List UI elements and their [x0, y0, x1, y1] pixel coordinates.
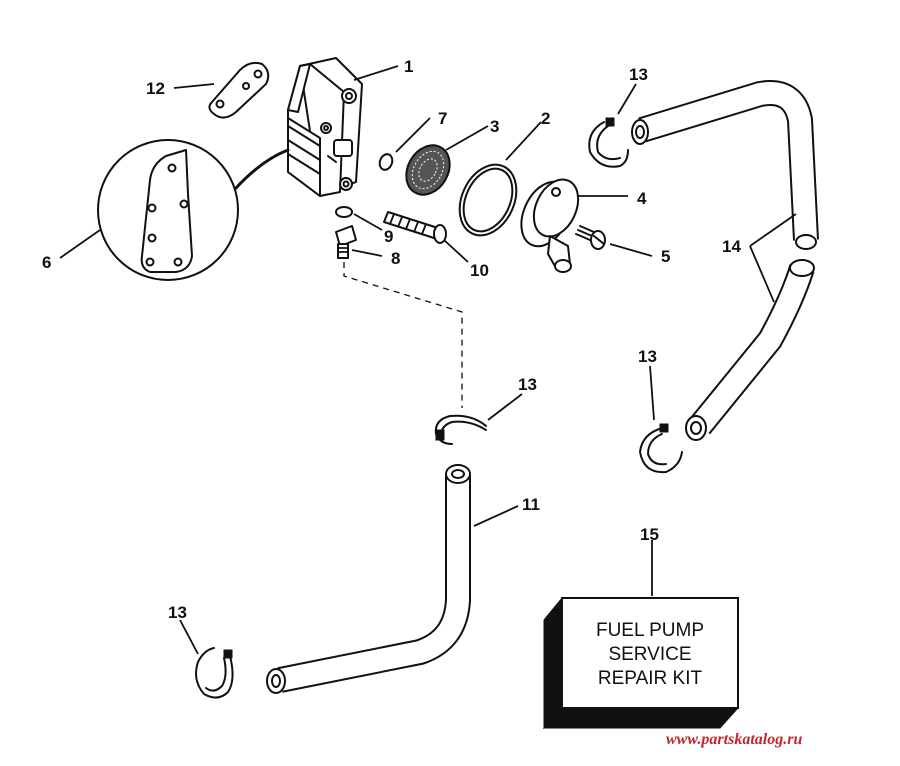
part-9-o-ring — [335, 206, 353, 218]
callout-14: 14 — [722, 237, 741, 256]
callout-15: 15 — [640, 525, 659, 544]
part-1-fuel-pump-body — [234, 57, 363, 197]
callout-2: 2 — [541, 109, 550, 128]
callout-12: 12 — [146, 79, 165, 98]
part-5-screw — [575, 225, 606, 250]
part-2-gasket-ring — [458, 163, 518, 237]
callout-10: 10 — [470, 261, 489, 280]
part-15-repair-kit-box: FUEL PUMP SERVICE REPAIR KIT — [542, 596, 740, 730]
part-6-gasket-detail — [97, 139, 239, 281]
callout-labels: 1 2 3 4 5 6 7 8 9 10 11 12 13 13 13 13 1… — [42, 57, 741, 622]
kit-label-line2: SERVICE — [608, 644, 691, 665]
part-4-cover — [520, 178, 580, 273]
callout-13-bottom-left: 13 — [168, 603, 187, 622]
callout-6: 6 — [42, 253, 51, 272]
part-8-fitting — [335, 225, 357, 259]
part-14-hose-upper — [631, 80, 819, 250]
callout-4: 4 — [637, 189, 647, 208]
callout-13-center: 13 — [518, 375, 537, 394]
callout-5: 5 — [661, 247, 670, 266]
part-10-screw — [383, 211, 447, 244]
callout-9: 9 — [384, 227, 393, 246]
assembly-line — [343, 262, 463, 408]
part-13-clamp-bottom-left — [195, 647, 234, 699]
part-13-clamp-top-right — [588, 117, 629, 168]
part-7-o-ring — [378, 153, 394, 171]
callout-13-right-middle: 13 — [638, 347, 657, 366]
callout-1: 1 — [404, 57, 413, 76]
callout-13-top-right: 13 — [629, 65, 648, 84]
kit-label-line1: FUEL PUMP — [596, 620, 704, 641]
part-3-filter-screen — [405, 144, 451, 196]
callout-3: 3 — [490, 117, 499, 136]
watermark-text: www.partskatalog.ru — [666, 731, 802, 748]
callout-8: 8 — [391, 249, 400, 268]
leader-lines — [59, 65, 797, 655]
part-14-hose-lower — [685, 259, 815, 441]
part-13-clamp-center — [434, 414, 487, 445]
part-13-clamp-right-middle — [639, 423, 683, 474]
kit-label-line3: REPAIR KIT — [598, 668, 703, 689]
part-11-hose — [266, 464, 471, 694]
callout-11: 11 — [522, 495, 540, 514]
part-12-gasket-plate — [208, 61, 270, 119]
callout-7: 7 — [438, 109, 447, 128]
